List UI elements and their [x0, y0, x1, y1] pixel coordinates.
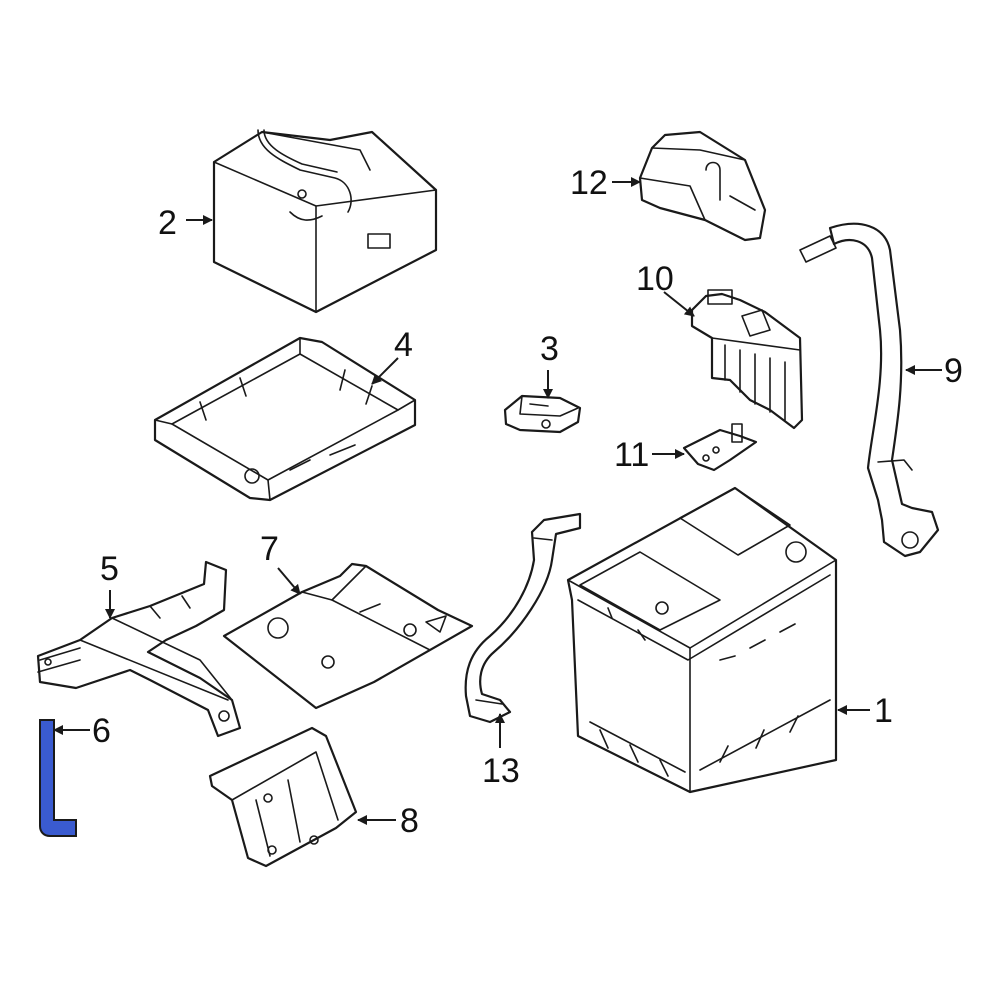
part-positive-cable[interactable]	[799, 222, 940, 558]
part-l-shaped-rod[interactable]	[39, 719, 77, 837]
callout-2[interactable]: 2	[158, 204, 177, 242]
callout-7[interactable]: 7	[260, 530, 279, 568]
callout-11[interactable]: 11	[614, 436, 649, 474]
callout-6[interactable]: 6	[92, 712, 111, 750]
callout-labels: 1 2 3 4 5 6 7 8 9 10 11 12 13	[92, 164, 963, 840]
callout-leaders	[53, 177, 942, 825]
part-battery-tray[interactable]	[153, 336, 417, 502]
callout-5[interactable]: 5	[100, 550, 119, 588]
part-tray-support-bracket[interactable]	[36, 560, 242, 738]
part-battery-cover-box[interactable]	[212, 129, 438, 314]
callout-10[interactable]: 10	[636, 260, 674, 298]
part-ground-cable[interactable]	[464, 512, 582, 724]
part-terminal-bracket[interactable]	[682, 423, 758, 472]
part-fuse-box[interactable]	[690, 289, 804, 430]
callout-1[interactable]: 1	[874, 692, 893, 730]
part-terminal-cover[interactable]	[638, 130, 767, 242]
part-mounting-plate[interactable]	[222, 562, 474, 710]
callout-3[interactable]: 3	[540, 330, 559, 368]
part-terminal-clamp[interactable]	[503, 394, 582, 434]
callout-4[interactable]: 4	[394, 326, 413, 364]
callout-8[interactable]: 8	[400, 802, 419, 840]
part-battery[interactable]	[566, 486, 838, 794]
callout-12[interactable]: 12	[570, 164, 608, 202]
callout-9[interactable]: 9	[944, 352, 963, 390]
part-lower-support-bracket[interactable]	[208, 726, 358, 868]
callout-13[interactable]: 13	[482, 752, 520, 790]
